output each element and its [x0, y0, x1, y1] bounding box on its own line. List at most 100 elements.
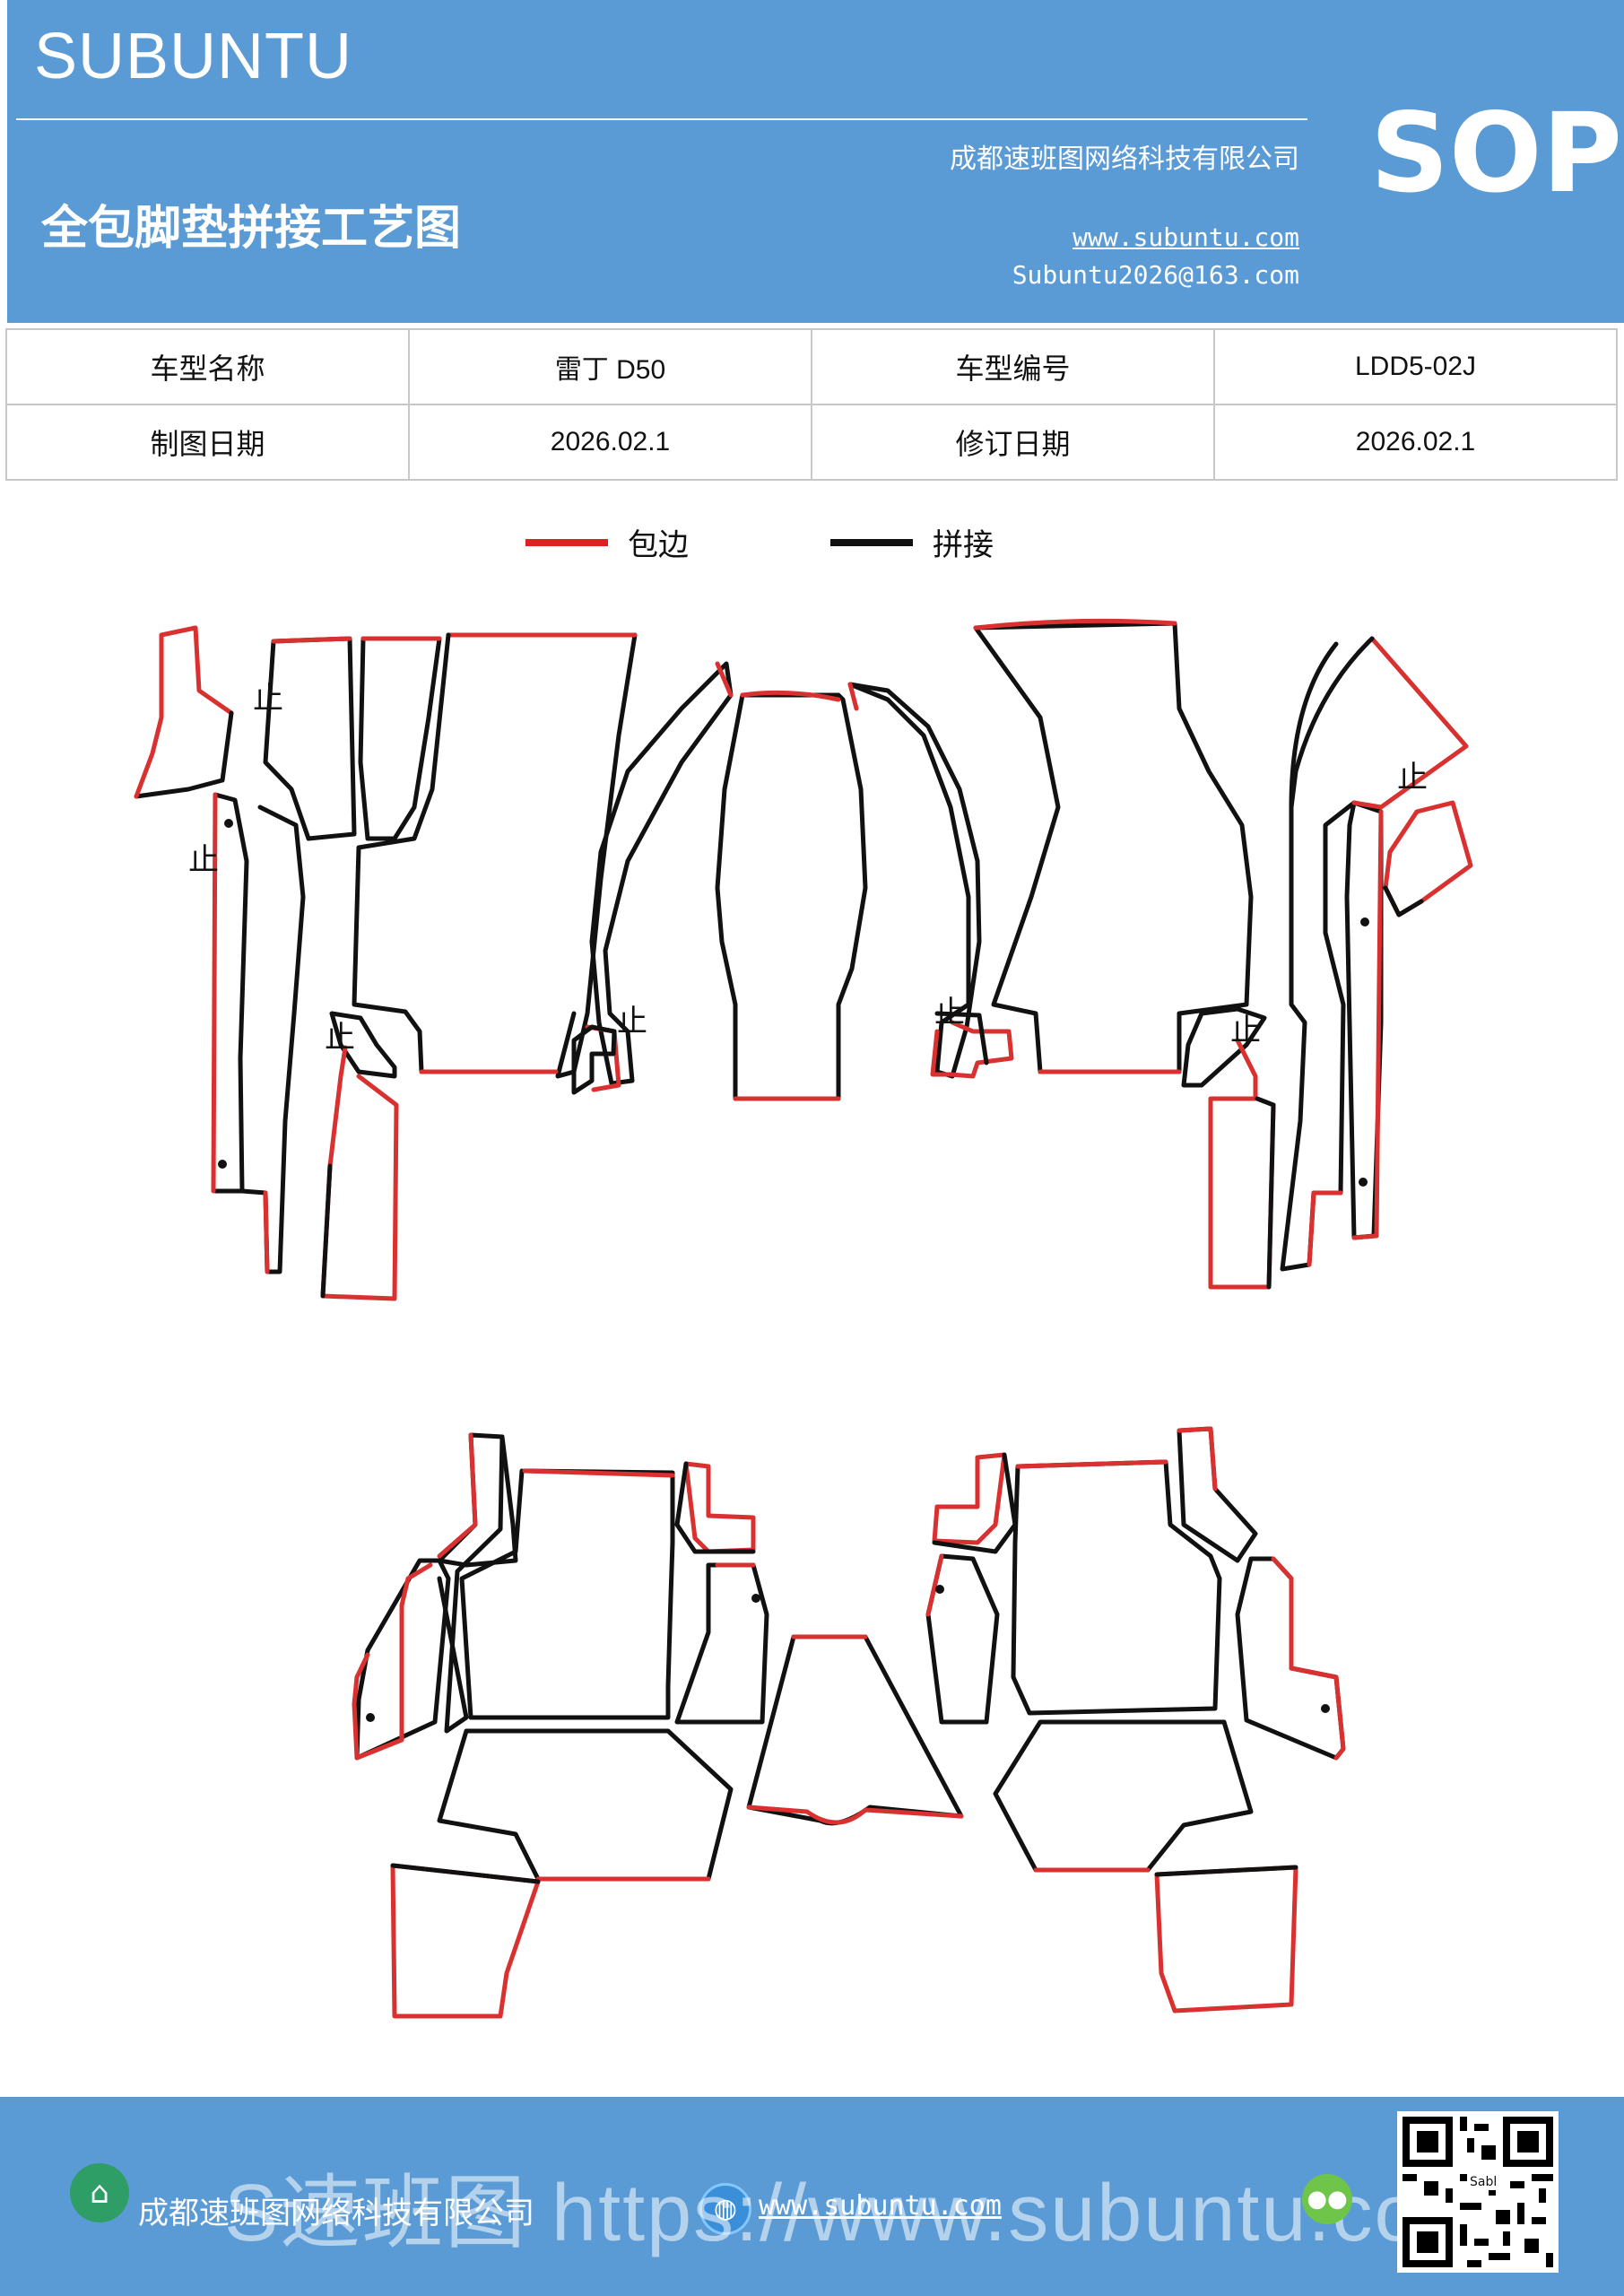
- mat-piece-rear-left-tab-seam: [674, 1461, 756, 1554]
- mat-piece-right-long-strip: [1208, 1038, 1276, 1290]
- mat-piece-left-inner-strip-edge: [263, 1190, 270, 1274]
- mat-piece-rear-left-pillar-edge: [437, 1432, 478, 1559]
- sop-badge: SOP: [1370, 90, 1622, 217]
- mat-piece-left-inner-strip: [239, 804, 306, 1274]
- mat-piece-right-pillar-seam: [1289, 636, 1375, 810]
- mat-piece-rear-right-panel: [925, 1553, 1000, 1725]
- mount-dot: [1359, 1178, 1368, 1187]
- stop-marker: 止: [253, 681, 283, 717]
- mat-piece-rear-right-pillar-edge: [1177, 1426, 1218, 1492]
- mat-piece-passenger-floor-top: [973, 618, 1177, 631]
- mat-piece-rear-left-step: [390, 1863, 541, 2019]
- mat-piece-rear-left-panel: [674, 1562, 769, 1725]
- mat-piece-right-tunnel-edge: [847, 682, 859, 711]
- mount-dot: [751, 1594, 760, 1603]
- brand-name: SUBUNTU: [34, 21, 353, 92]
- mat-piece-right-long-strip-seam: [1255, 1096, 1276, 1290]
- mat-piece-rear-right-bottom: [993, 1719, 1254, 1873]
- mount-dot: [1321, 1704, 1330, 1713]
- mat-piece-rear-right-tab-seam: [932, 1452, 1018, 1554]
- mat-piece-right-side-strip-edge: [1351, 809, 1384, 1240]
- table-row: 制图日期 2026.02.1 修订日期 2026.02.1: [5, 404, 1618, 481]
- footer-website-link[interactable]: www.subuntu.com: [759, 2190, 1002, 2222]
- mat-piece-left-side-strip-edge: [211, 792, 218, 1194]
- value-cell: 雷丁 D50: [408, 328, 812, 405]
- vehicle-info-table: 车型名称 雷丁 D50 车型编号 LDD5-02J 制图日期 2026.02.1…: [5, 328, 1618, 481]
- mat-piece-passenger-floor: [973, 621, 1254, 1074]
- company-logo-icon: ⌂: [70, 2163, 129, 2222]
- mat-piece-right-kick: [1383, 800, 1473, 918]
- mat-piece-rear-left-floor-top: [522, 1468, 675, 1478]
- header-banner: SUBUNTU 成都速班图网络科技有限公司 全包脚垫拼接工艺图 www.subu…: [7, 0, 1624, 323]
- footer-company: 成都速班图网络科技有限公司: [138, 2196, 534, 2231]
- mat-pattern-diagram: 止 止 止 止 止 止 止: [134, 618, 1473, 2019]
- mat-piece-right-inner-strip: [1280, 641, 1357, 1272]
- website-link[interactable]: www.subuntu.com: [1073, 222, 1299, 252]
- mat-piece-rear-right-floor-top: [1015, 1459, 1168, 1469]
- mat-piece-left-wedge: [263, 636, 357, 841]
- mat-piece-left-side-strip: [213, 792, 249, 1194]
- mat-piece-left-tunnel-edge: [715, 661, 734, 698]
- qr-code: [1397, 2111, 1559, 2273]
- mat-piece-left-wedge-edge: [271, 636, 352, 644]
- mat-piece-rear-right-floor: [1011, 1459, 1222, 1716]
- mat-piece-left-tab-notch: [571, 1024, 617, 1095]
- mat-piece-right-tab-notch: [934, 1011, 989, 1065]
- mat-piece-left-long-strip-seam: [320, 1163, 333, 1299]
- mat-piece-right-pillar: [1351, 636, 1469, 810]
- mount-dot: [224, 819, 233, 828]
- mat-piece-rear-left-mid: [437, 1434, 505, 1734]
- mat-piece-left-middle: [358, 636, 442, 841]
- mat-piece-driver-floor-body: [352, 632, 451, 1074]
- label-cell: 车型名称: [5, 328, 410, 405]
- mat-piece-rear-right-panel-edge: [925, 1553, 944, 1617]
- footer-watermark: S速班图 https://www.subuntu.com: [224, 2169, 1490, 2258]
- mat-piece-driver-floor: [446, 632, 638, 1079]
- mount-dot: [935, 1585, 944, 1594]
- mat-piece-centre-tunnel: [715, 692, 868, 1101]
- mat-piece-left-pillar-edge: [134, 632, 164, 799]
- value-cell: LDD5-02J: [1213, 328, 1618, 405]
- label-cell: 车型编号: [811, 328, 1215, 405]
- mat-piece-left-pillar-seam: [134, 710, 234, 799]
- mat-piece-rear-left-side-edge: [352, 1562, 433, 1761]
- mat-piece-right-inner-strip-edge: [1307, 1190, 1343, 1267]
- page-title: 全包脚垫拼接工艺图: [41, 201, 462, 256]
- stop-marker: 止: [1397, 760, 1428, 796]
- stop-marker: 止: [1230, 1013, 1261, 1048]
- mat-piece-left-tunnel: [589, 661, 734, 1086]
- label-cell: 修订日期: [811, 404, 1215, 481]
- qr-center-label: Sabl: [1467, 2174, 1500, 2190]
- header-divider: [16, 118, 1307, 120]
- legend-binding: 包边: [525, 520, 689, 564]
- stop-marker: 止: [188, 842, 219, 878]
- mat-piece-rear-left-bottom: [437, 1728, 734, 1882]
- mat-piece-right-footrest: [1181, 1006, 1267, 1088]
- company-name: 成都速班图网络科技有限公司: [950, 144, 1299, 175]
- mount-dot: [366, 1713, 375, 1722]
- mat-piece-rear-right-step-seam: [1154, 1865, 1298, 1877]
- mat-piece-right-kick-seam: [1383, 885, 1424, 918]
- legend-swatch-black: [830, 538, 913, 546]
- legend-label: 包边: [628, 527, 689, 563]
- legend-swatch-red: [525, 538, 608, 546]
- wechat-icon: ●●: [1302, 2174, 1352, 2224]
- label-cell: 制图日期: [5, 404, 410, 481]
- globe-icon: ◍: [699, 2183, 751, 2235]
- mount-dot: [218, 1160, 227, 1169]
- value-cell: 2026.02.1: [1213, 404, 1618, 481]
- legend-label: 拼接: [933, 527, 994, 563]
- mat-piece-rear-centre-bottom: [746, 1805, 964, 1825]
- mat-piece-rear-left-floor: [459, 1468, 675, 1720]
- mat-piece-rear-right-step: [1154, 1865, 1298, 2013]
- mat-piece-left-long-strip: [320, 1045, 399, 1301]
- email-address: Subuntu2026@163.com: [1012, 260, 1299, 290]
- value-cell: 2026.02.1: [408, 404, 812, 481]
- stop-marker: 止: [325, 1020, 355, 1056]
- stop-marker: 止: [934, 995, 965, 1031]
- table-row: 车型名称 雷丁 D50 车型编号 LDD5-02J: [5, 328, 1618, 405]
- mount-dot: [1360, 918, 1369, 926]
- stop-marker: 止: [617, 1004, 647, 1039]
- mat-piece-rear-left-tab: [683, 1461, 756, 1554]
- mat-piece-rear-right-tab: [932, 1452, 1007, 1545]
